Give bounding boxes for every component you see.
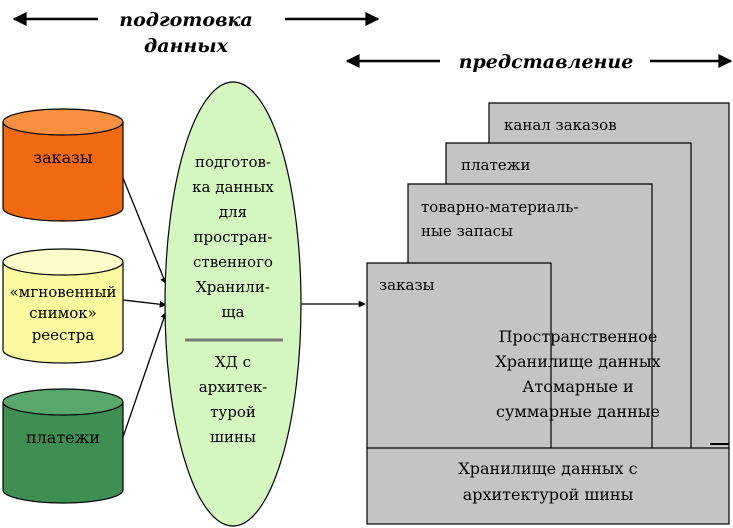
process-bottom-line-3: турой (210, 403, 256, 421)
presentation-header: представление (459, 51, 634, 73)
process-ellipse: подготов- ка данных для простран- ственн… (164, 81, 302, 527)
prep-header-line1: подготовка (119, 9, 252, 31)
sheet-inventory-label-2: ные запасы (421, 222, 513, 240)
source-orders-label: заказы (33, 148, 93, 167)
source-payments-label: платежи (26, 428, 100, 447)
process-top-line-4: простран- (194, 228, 273, 246)
process-top-line-2: ка данных (192, 178, 274, 196)
process-top-line-7: ща (222, 303, 245, 321)
bus-architecture-box: Хранилище данных с архитектурой шины (366, 443, 730, 525)
bus-label-line-1: Хранилище данных с (458, 459, 637, 478)
main-label-line-2: Хранилище данных (495, 352, 660, 371)
sheet-order-channel-label: канал заказов (504, 116, 617, 134)
source-registry-label-1: «мгновенный (10, 283, 117, 301)
arrow-payments-to-process (122, 311, 168, 438)
process-top-line-3: для (219, 203, 247, 221)
process-bottom-line-1: ХД с (215, 353, 251, 371)
process-bottom-line-2: архитек- (199, 378, 268, 396)
source-registry-label-3: реестра (32, 326, 95, 344)
process-top-line-5: ственного (193, 253, 273, 271)
bus-label-line-2: архитектурой шины (463, 485, 634, 504)
sheet-orders-label: заказы (379, 276, 435, 294)
source-registry-label-2: снимок» (29, 304, 97, 322)
sheet-inventory-label-1: товарно-материаль- (421, 198, 579, 216)
process-top-line-1: подготов- (195, 153, 271, 171)
source-orders-cylinder: заказы (2, 108, 124, 222)
process-top-line-6: Хранили- (196, 278, 270, 296)
sheet-payments-label: платежи (461, 156, 530, 174)
prep-header-line2: данных (144, 35, 229, 57)
arrow-orders-to-process (122, 177, 167, 285)
process-bottom-line-4: шины (210, 428, 256, 446)
sheet-orders: заказы (366, 262, 552, 448)
source-payments-cylinder: платежи (2, 388, 124, 504)
main-label-line-4: суммарные данные (496, 402, 660, 421)
main-label-line-1: Пространственное (499, 327, 658, 346)
arrow-registry-to-process (122, 299, 167, 308)
source-registry-cylinder: «мгновенный снимок» реестра (2, 248, 124, 364)
main-label-line-3: Атомарные и (522, 377, 633, 396)
